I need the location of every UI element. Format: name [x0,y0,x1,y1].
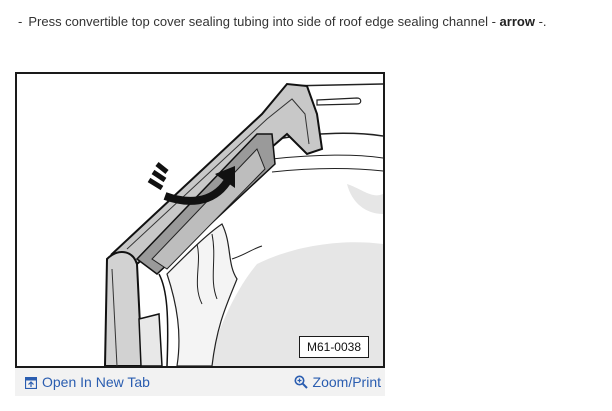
figure-code-label: M61-0038 [299,336,369,358]
instruction-step: -Press convertible top cover sealing tub… [18,14,547,29]
open-in-new-tab-label: Open In New Tab [42,374,150,390]
step-text: Press convertible top cover sealing tubi… [28,14,496,29]
zoom-icon [294,375,308,389]
step-text-end: -. [538,14,547,29]
zoom-print-label: Zoom/Print [312,374,381,390]
figure-illustration[interactable]: M61-0038 [15,72,385,368]
figure-toolbar: Open In New Tab Zoom/Print [15,368,385,396]
open-in-new-tab-icon [24,376,38,390]
open-in-new-tab-link[interactable]: Open In New Tab [24,368,150,396]
roof-seal-illustration [103,82,383,366]
step-bullet: - [18,14,23,29]
zoom-print-link[interactable]: Zoom/Print [294,368,381,396]
step-emphasis: arrow [499,14,535,29]
figure: M61-0038 Open In New Tab Zoom/Print [15,72,385,396]
